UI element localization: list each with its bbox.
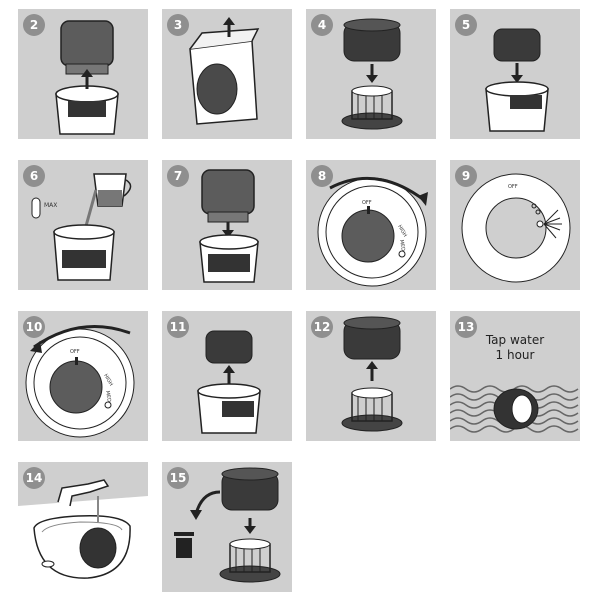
remove-wick-illustration	[341, 18, 403, 130]
off-label: OFF	[362, 200, 372, 206]
soak-instruction: Tap water 1 hour	[450, 333, 580, 363]
tap-water-text: Tap water	[485, 333, 545, 347]
max-label: MAX	[44, 202, 57, 209]
step-number-badge: 4	[311, 14, 333, 36]
discard-wick-illustration	[174, 467, 281, 583]
high-label: HIGH	[102, 373, 114, 387]
dial-turn-off-illustration: OFF HIGH MED	[25, 325, 135, 438]
trash-bin-icon	[176, 538, 192, 558]
duration-text: 1 hour	[495, 348, 535, 362]
rinse-wick-illustration	[18, 479, 148, 592]
fill-water-illustration: MAX	[31, 173, 132, 281]
step-number-badge: 15	[167, 467, 189, 489]
step-number-badge: 10	[23, 316, 45, 338]
step-panel-5: 5	[450, 9, 580, 139]
step-panel-10: 10 OFF HIGH MED	[18, 311, 148, 441]
step-panel-6: 6 MAX	[18, 160, 148, 290]
step-number-badge: 14	[23, 467, 45, 489]
step-panel-12: 12	[306, 311, 436, 441]
step-panel-15: 15	[162, 462, 292, 592]
step-panel-14: 14	[18, 462, 148, 592]
soak-wick-illustration	[450, 385, 579, 433]
med-label: MED	[104, 390, 112, 402]
indicator-light-illustration: OFF	[461, 173, 571, 283]
step-number-badge: 6	[23, 165, 45, 187]
step-panel-13: 13 Tap water 1 hour	[450, 311, 580, 441]
step-number-badge: 13	[455, 316, 477, 338]
remove-filter-illustration	[189, 17, 260, 125]
step-panel-8: 8 OFF HIGH MED	[306, 160, 436, 290]
high-label: HIGH	[396, 224, 408, 238]
lift-wick-illustration	[197, 330, 261, 434]
step-panel-2: 2	[18, 9, 148, 139]
step-number-badge: 5	[455, 14, 477, 36]
step-panel-3: 3	[162, 9, 292, 139]
remove-tank-illustration	[55, 20, 119, 135]
step-panel-11: 11	[162, 311, 292, 441]
step-panel-9: 9 OFF	[450, 160, 580, 290]
replace-tank-illustration	[199, 169, 259, 283]
step-number-badge: 3	[167, 14, 189, 36]
step-number-badge: 9	[455, 165, 477, 187]
remove-wick-from-base-illustration	[485, 28, 549, 132]
trash-lid	[174, 532, 194, 536]
off-label: OFF	[508, 184, 518, 190]
remove-wick-holder-illustration	[341, 316, 403, 432]
med-label: MED	[398, 239, 406, 251]
step-number-badge: 12	[311, 316, 333, 338]
step-number-badge: 11	[167, 316, 189, 338]
step-number-badge: 8	[311, 165, 333, 187]
step-panel-4: 4	[306, 9, 436, 139]
step-number-badge: 7	[167, 165, 189, 187]
off-label: OFF	[70, 349, 80, 355]
step-panel-7: 7	[162, 160, 292, 290]
step-number-badge: 2	[23, 14, 45, 36]
dial-turn-on-illustration: OFF HIGH MED	[317, 176, 428, 287]
